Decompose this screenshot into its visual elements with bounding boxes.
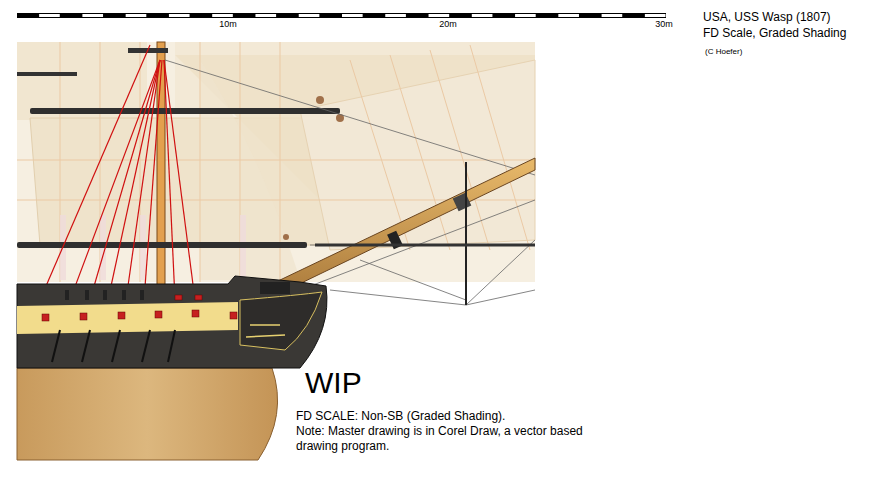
foremast xyxy=(17,42,344,300)
shrouds xyxy=(40,45,195,300)
scale-bar xyxy=(17,13,666,18)
watermark: WIP xyxy=(305,366,362,400)
drawing-subtitle: FD Scale, Graded Shading xyxy=(703,26,846,40)
scale-segment xyxy=(126,14,147,17)
scale-label: 20m xyxy=(439,19,457,30)
note-text: Note: Master drawing is in Corel Draw, a… xyxy=(296,424,586,454)
scale-segment xyxy=(645,14,666,17)
scale-segment xyxy=(82,14,103,17)
scale-segment xyxy=(429,14,450,17)
note-text: FD SCALE: Non-SB (Graded Shading). xyxy=(296,409,505,424)
scale-segment xyxy=(558,14,579,17)
scale-segment xyxy=(342,14,363,17)
scale-segment xyxy=(472,14,493,17)
scale-segment xyxy=(385,14,406,17)
sails xyxy=(17,42,535,282)
author-credit: (C Hoefer) xyxy=(705,47,742,57)
scale-segment xyxy=(299,14,320,17)
scale-segment xyxy=(39,14,60,17)
scale-segment xyxy=(212,14,233,17)
drawing-title: USA, USS Wasp (1807) xyxy=(703,10,831,24)
scale-segment xyxy=(515,14,536,17)
scale-label: 10m xyxy=(219,19,237,30)
scale-segment xyxy=(255,14,276,17)
scale-segment xyxy=(169,14,190,17)
hull xyxy=(17,276,327,460)
scale-label: 30m xyxy=(655,19,673,30)
scale-segment xyxy=(602,14,623,17)
